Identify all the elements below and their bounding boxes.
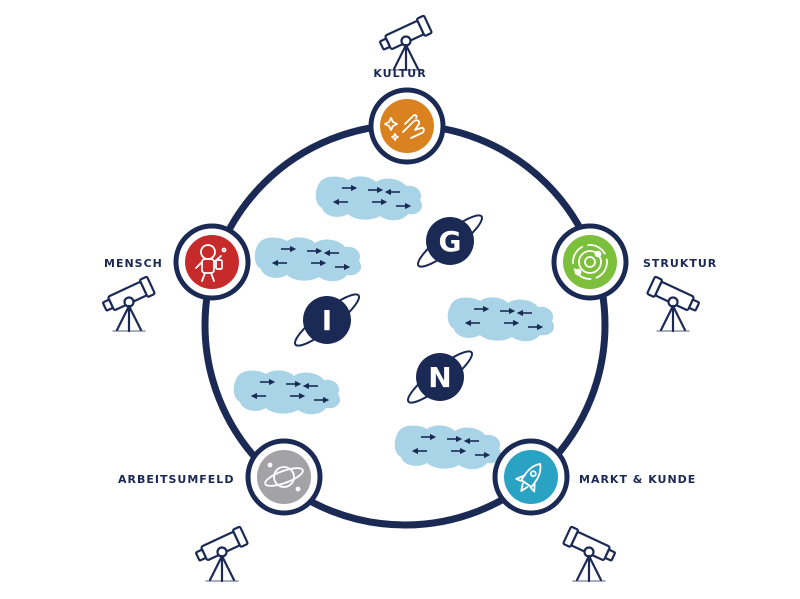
i-planet-icon: I (293, 293, 361, 347)
badge-glyph-i: I (322, 304, 332, 337)
badge-glyph-n: N (428, 361, 451, 394)
badge-glyph-g: G (439, 225, 462, 258)
telescope-icon (99, 275, 157, 333)
telescope-icon (376, 14, 434, 72)
telescope-icon (645, 275, 703, 333)
astronaut-icon (195, 244, 227, 282)
arrow-cloud-icon (234, 370, 340, 414)
hands-sparkle-icon (384, 114, 425, 141)
node-kultur (368, 87, 446, 165)
telescope-icon (192, 525, 250, 583)
rocket-icon (515, 462, 542, 493)
label-mensch: MENSCH (104, 257, 163, 270)
arrow-cloud-icon (316, 176, 422, 220)
node-markt-kunde (492, 438, 570, 516)
node-arbeitsumfeld (245, 438, 323, 516)
planet-icon (264, 462, 304, 492)
g-planet-icon: G (416, 214, 484, 268)
arrow-cloud-icon (395, 425, 501, 469)
label-struktur: STRUKTUR (643, 257, 718, 270)
telescope-icon (561, 525, 619, 583)
arrow-cloud-icon (255, 237, 361, 281)
label-kultur: KULTUR (373, 67, 427, 80)
label-arbeitsumfeld: ARBEITSUMFELD (118, 473, 235, 486)
node-mensch (173, 223, 251, 301)
arrow-cloud-icon (448, 297, 554, 341)
n-planet-icon: N (406, 350, 474, 404)
atom-orbit-icon (572, 244, 608, 280)
label-markt-kunde: MARKT & KUNDE (579, 473, 697, 486)
node-struktur (551, 223, 629, 301)
